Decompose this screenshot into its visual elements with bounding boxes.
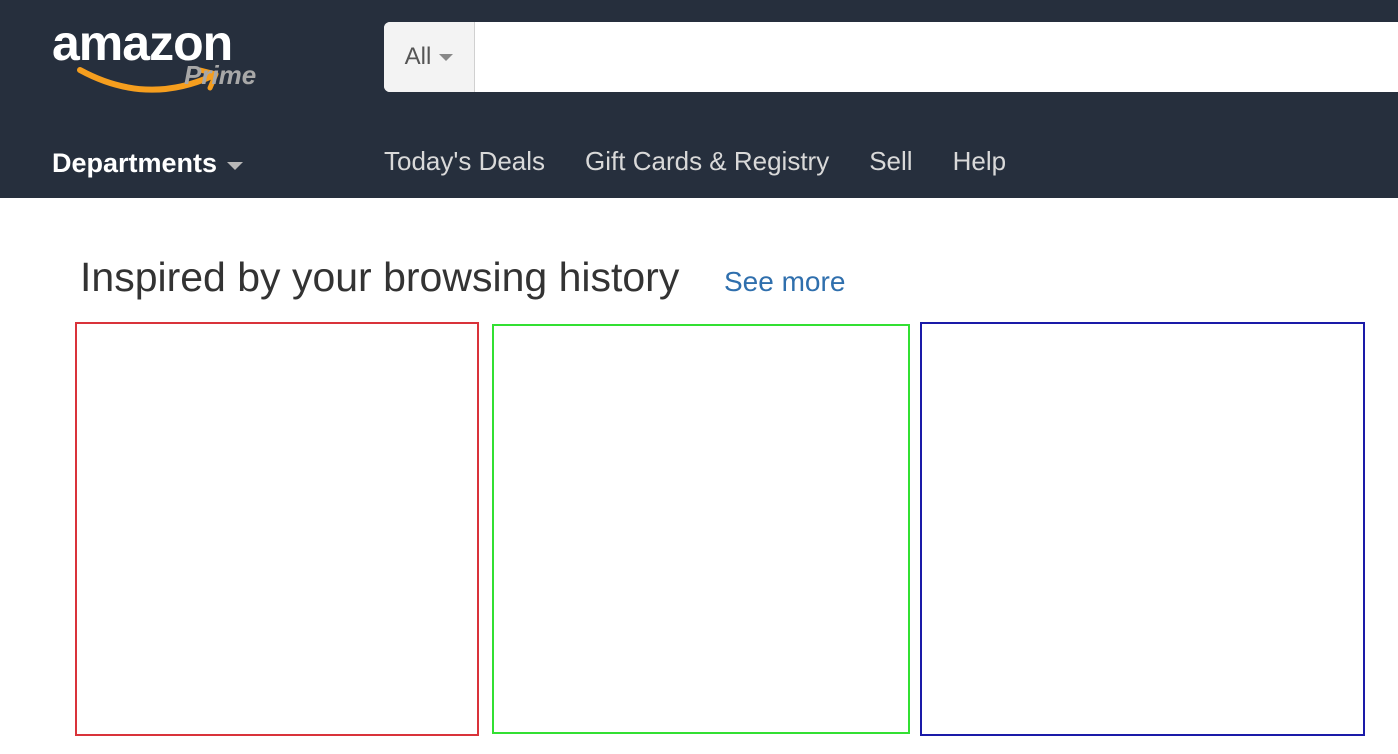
smile-arrow-icon [77, 67, 219, 93]
departments-menu[interactable]: Departments [52, 148, 244, 179]
search-category-label: All [404, 43, 432, 70]
search-category-dropdown[interactable]: All [384, 22, 475, 92]
amazon-prime-logo[interactable]: amazon Prime [52, 14, 267, 94]
recommendation-card[interactable] [75, 322, 479, 736]
nav-link-gift-cards-registry[interactable]: Gift Cards & Registry [585, 146, 830, 176]
site-header: amazon Prime All Departments Today's Dea… [0, 0, 1398, 198]
recommendation-card[interactable] [920, 322, 1365, 736]
section-title: Inspired by your browsing history [80, 254, 680, 300]
departments-label: Departments [52, 148, 218, 178]
recommendation-card[interactable] [492, 324, 910, 734]
nav-link-help[interactable]: Help [952, 146, 1007, 176]
logo-prime-text: Prime [184, 60, 257, 90]
search-bar: All [384, 22, 1398, 92]
nav-links: Today's Deals Gift Cards & Registry Sell… [384, 146, 1006, 177]
chevron-down-icon [439, 53, 454, 61]
search-input[interactable] [476, 22, 1396, 92]
logo-wordmark: amazon [52, 15, 233, 71]
see-more-link[interactable]: See more [724, 266, 846, 297]
chevron-down-icon [227, 161, 244, 170]
nav-link-sell[interactable]: Sell [869, 146, 913, 176]
nav-link-todays-deals[interactable]: Today's Deals [384, 146, 546, 176]
